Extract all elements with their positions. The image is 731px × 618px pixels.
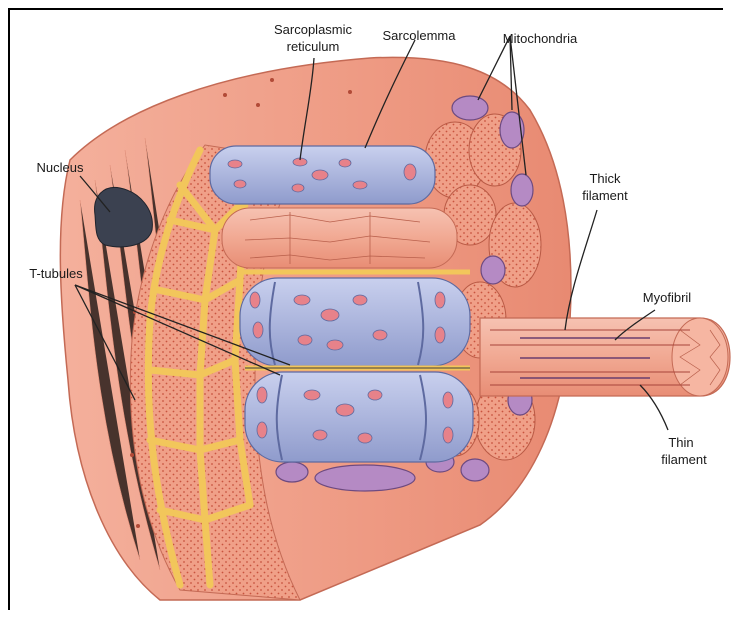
label-myofibril: Myofibril [643, 290, 692, 305]
label-sarcoplasmic-reticulum-1: Sarcoplasmic [274, 22, 353, 37]
label-mitochondria: Mitochondria [503, 31, 578, 46]
label-thick-filament-1: Thick [589, 171, 621, 186]
label-thick-filament-2: filament [582, 188, 628, 203]
label-thin-filament-2: filament [661, 452, 707, 467]
label-nucleus: Nucleus [37, 160, 84, 175]
sarcoplasmic-reticulum-upper [210, 146, 435, 204]
sarcoplasmic-reticulum-lower [240, 272, 473, 462]
label-sarcolemma: Sarcolemma [383, 28, 457, 43]
label-t-tubules: T-tubules [29, 266, 83, 281]
myofibril-protruding [480, 318, 730, 396]
myofibril-middle [222, 208, 457, 268]
label-sarcoplasmic-reticulum-2: reticulum [287, 39, 340, 54]
label-thin-filament-1: Thin [668, 435, 693, 450]
